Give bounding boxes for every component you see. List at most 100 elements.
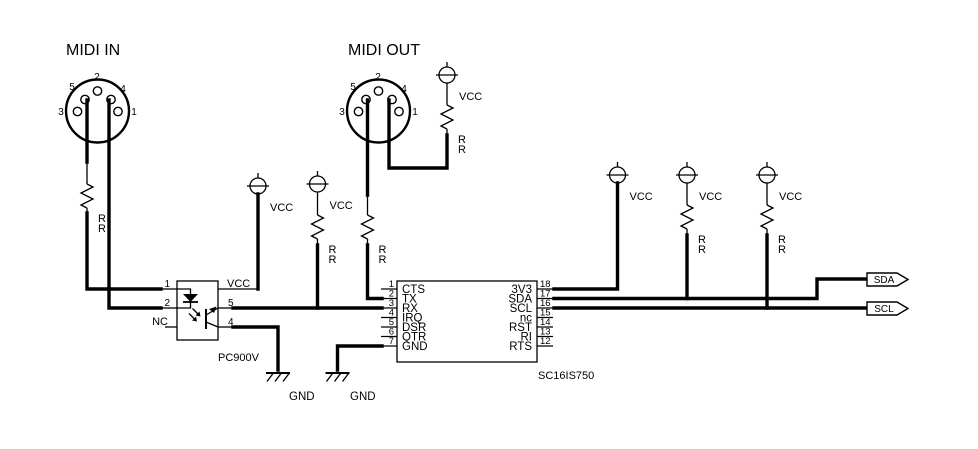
- ic-pin-number: 7: [389, 336, 394, 347]
- gnd-symbol-opto: GND: [266, 372, 315, 403]
- opto-part-name: PC900V: [218, 352, 260, 364]
- midi-out-pin1-label: 1: [412, 107, 418, 118]
- resistor-midi-out-value: R: [458, 144, 466, 156]
- ic-pin-number: 6: [389, 327, 394, 338]
- resistor-tx-zigzag: [360, 214, 375, 240]
- wire-midi-in-to-opto-anode: [85, 211, 163, 291]
- resistor-scl-value: R: [778, 244, 786, 256]
- midi-out-title: MIDI OUT: [348, 42, 420, 59]
- resistor-tx-name: R: [379, 244, 387, 256]
- ic-sc16is750: 1 2 3 4 5 6 7 CTS TX RX IRQ DSR QTR GND …: [381, 279, 594, 382]
- sda-flag-label: SDA: [874, 275, 895, 286]
- wire-midi-out-to-pullup: [387, 98, 449, 170]
- midi-in-pin5-label: 5: [69, 82, 75, 93]
- light-arrows-icon: [188, 308, 201, 322]
- midi-in-wiring: R R: [79, 98, 163, 310]
- ic-pin-number: 2: [389, 289, 394, 300]
- ic-pin-number: 13: [540, 327, 551, 338]
- opto-pin4-number: 4: [228, 317, 234, 328]
- vcc-symbol: [756, 162, 778, 184]
- ic-pin-number: 3: [389, 298, 394, 309]
- midi-out-pin2: [373, 86, 384, 96]
- midi-in-pin3: [72, 106, 83, 117]
- ic-pin-label-rts: RTS: [509, 341, 532, 353]
- resistor-rx-name: R: [329, 244, 337, 256]
- resistor-rx-zigzag: [310, 214, 325, 240]
- wire-midi-in-to-opto-cathode: [107, 98, 163, 310]
- opto-pin5-number: 5: [228, 298, 234, 309]
- gnd-label: GND: [289, 391, 315, 403]
- resistor-midi-in-zigzag: [79, 183, 95, 209]
- resistor-rx-value: R: [329, 254, 337, 266]
- phototransistor-symbol: [205, 306, 219, 329]
- midi-out-tx-wiring: R R: [360, 98, 387, 301]
- vcc-label: VCC: [779, 191, 802, 203]
- resistor-midi-in-name: R: [98, 213, 106, 225]
- vcc-symbol: [306, 171, 329, 193]
- midi-out-vcc-wiring: R R VCC: [387, 62, 482, 170]
- led-symbol: [177, 288, 198, 309]
- resistor-tx-value: R: [379, 254, 387, 266]
- opto-pin2-number: 2: [164, 298, 170, 309]
- ic-pin-number: 1: [389, 279, 394, 290]
- optocoupler-pc900v: 1 2 NC VCC 5 4 PC900V: [152, 278, 260, 364]
- rx-pullup: VCC R R: [306, 171, 353, 310]
- ic-pin-label-nc: nc: [520, 313, 532, 325]
- wire-to-tx: [365, 243, 384, 301]
- ic-pin-label-sda: SDA: [508, 294, 532, 306]
- resistor-midi-in-value: R: [98, 223, 106, 235]
- resistor-scl-zigzag: [759, 204, 775, 230]
- midi-out-pin4-label: 4: [401, 84, 407, 95]
- scl-pullup: VCC R R: [756, 162, 802, 310]
- midi-out-pin3: [353, 106, 364, 117]
- wire-ic-gnd: [335, 344, 384, 372]
- vcc-symbol: [606, 162, 629, 184]
- resistor-sda-value: R: [698, 244, 706, 256]
- wire-sda-bus: [552, 277, 869, 301]
- midi-in-pin2-label: 2: [94, 72, 100, 83]
- vcc-symbol: [436, 62, 458, 84]
- resistor-scl-name: R: [778, 234, 786, 246]
- opto-vcc-supply: VCC: [218, 173, 293, 291]
- resistor-midi-out-zigzag: [439, 104, 455, 130]
- midi-in-connector: MIDI IN 2 5 4 3 1: [58, 42, 137, 144]
- ic-right-pin-stubs: [537, 288, 553, 347]
- ic-pin-label-dsr: DSR: [402, 322, 426, 334]
- midi-in-pin3-label: 3: [58, 107, 64, 118]
- sda-pullup: VCC R R: [676, 162, 722, 301]
- opto-pin1-number: 1: [164, 279, 170, 290]
- resistor-midi-out-name: R: [458, 134, 466, 146]
- ic-pin-number: 4: [389, 308, 394, 319]
- ic-3v3-supply: VCC: [552, 162, 653, 291]
- ic-pin-number: 17: [540, 289, 551, 300]
- sda-flag-shape: [866, 272, 910, 287]
- vcc-label: VCC: [630, 191, 653, 203]
- gnd-symbol-ic: GND: [325, 372, 376, 403]
- opto-nc-label: NC: [152, 316, 168, 328]
- scl-flag-shape: [866, 301, 910, 316]
- midi-in-pin1: [113, 106, 123, 117]
- scl-flag-label: SCL: [874, 304, 894, 315]
- ic-pin-label-rx: RX: [402, 303, 418, 315]
- wire-3v3-to-vcc: [552, 181, 620, 291]
- net-flag-sda: SDA: [866, 272, 910, 287]
- midi-in-title: MIDI IN: [66, 42, 120, 59]
- ic-left-pin-stubs: [381, 288, 397, 347]
- ic-pin-label-3v3: 3V3: [512, 284, 532, 296]
- ic-pin-number: 12: [540, 336, 551, 347]
- vcc-symbol: [247, 173, 269, 195]
- resistor-sda-zigzag: [679, 204, 695, 230]
- vcc-label: VCC: [270, 202, 293, 214]
- ic-pin-label-rst: RST: [509, 322, 532, 334]
- ic-pin-number: 18: [540, 279, 551, 290]
- ic-pin-number: 5: [389, 317, 394, 328]
- vcc-label: VCC: [459, 91, 482, 103]
- vcc-symbol: [676, 162, 698, 184]
- ic-pin-number: 15: [540, 308, 551, 319]
- ic-part-name: SC16IS750: [538, 370, 594, 382]
- ic-pin-label-cts: CTS: [402, 284, 425, 296]
- midi-in-pin4-label: 4: [120, 84, 126, 95]
- midi-in-pin2: [92, 86, 103, 96]
